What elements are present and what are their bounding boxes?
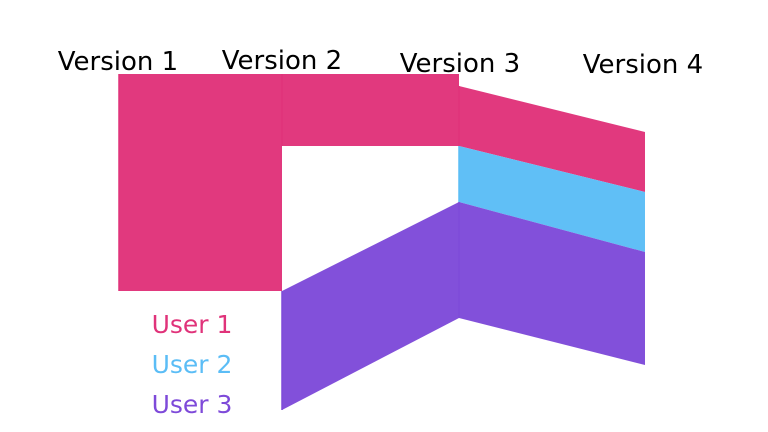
band-user-3-0 <box>282 202 459 410</box>
band-user-2-0 <box>459 146 645 252</box>
version-axis: Version 1 Version 2 Version 3 Version 4 <box>58 46 703 80</box>
legend: User 1 User 2 User 3 <box>152 310 233 419</box>
version-label: Version 2 <box>222 46 342 76</box>
legend-item-user-3: User 3 <box>152 390 233 419</box>
version-label: Version 4 <box>583 50 703 80</box>
version-label: Version 3 <box>400 49 520 79</box>
legend-item-user-2: User 2 <box>152 350 233 379</box>
chart-bands <box>118 74 645 410</box>
band-user-1-0 <box>119 74 282 291</box>
legend-item-user-1: User 1 <box>152 310 233 339</box>
band-user-1-1 <box>282 74 459 146</box>
band-user-1-2 <box>459 86 645 192</box>
band-user-3-1 <box>459 202 645 365</box>
version-label: Version 1 <box>58 47 178 77</box>
